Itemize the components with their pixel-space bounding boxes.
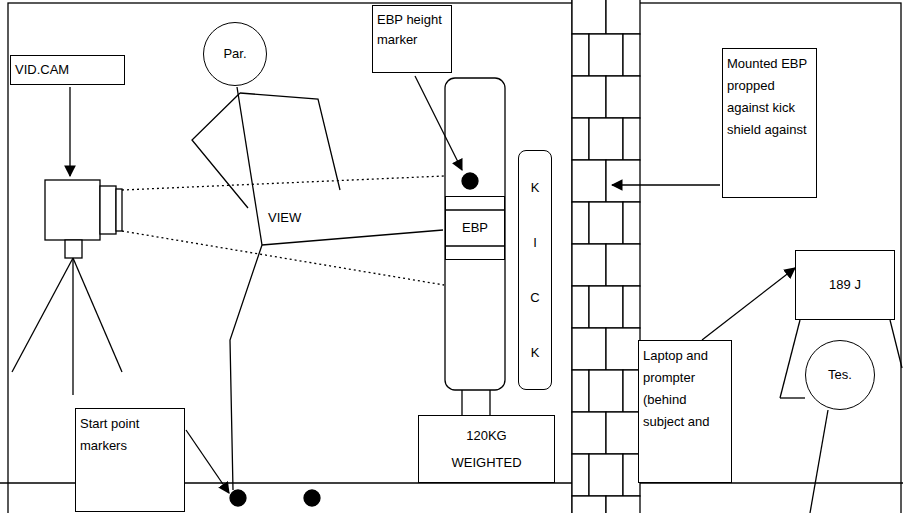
brick: [572, 454, 589, 496]
kick-shield: K I C K: [518, 150, 552, 390]
brick: [572, 0, 606, 34]
brick: [572, 202, 589, 244]
pad-line: [445, 209, 505, 210]
node-text: EBP: [462, 218, 488, 238]
brick: [572, 118, 589, 160]
height-marker: [462, 173, 478, 189]
node-text: Start point markers: [80, 413, 180, 457]
callout-box: Start point markers: [75, 408, 185, 512]
brick: [606, 412, 640, 454]
brick: [572, 34, 589, 76]
pad-band: EBP: [445, 196, 505, 260]
weight-base: 120KG WEIGHTED: [418, 415, 555, 483]
label-box: VID.CAM: [10, 55, 125, 85]
node-text: Mounted EBP propped against kick shield …: [727, 53, 812, 141]
brick: [623, 34, 640, 76]
brick: [589, 286, 623, 328]
brick: [606, 328, 640, 370]
brick: [589, 454, 623, 496]
brick: [606, 160, 640, 202]
callout-box: Laptop and prompter (behind subject and: [638, 340, 732, 483]
pad-leg: [489, 390, 490, 415]
node-text: Tes.: [828, 365, 852, 385]
view-line: [122, 176, 444, 190]
brick: [589, 370, 623, 412]
tester-body: [810, 410, 828, 513]
node-text: EBP height marker: [377, 10, 447, 50]
brick: [623, 118, 640, 160]
brick: [572, 286, 589, 328]
brick: [623, 202, 640, 244]
brick: [572, 370, 589, 412]
leader-line: [415, 76, 462, 170]
start-marker: [230, 490, 246, 506]
brick: [623, 286, 640, 328]
start-marker: [304, 490, 320, 506]
brick: [589, 34, 623, 76]
brick: [572, 496, 606, 513]
brick: [589, 118, 623, 160]
participant-figure: [192, 87, 443, 490]
pad-leg: [461, 390, 462, 415]
brick: [589, 202, 623, 244]
frame: [8, 3, 901, 513]
brick: [572, 160, 606, 202]
brick: [606, 496, 640, 513]
view-label: VIEW: [268, 210, 301, 225]
brick: [606, 0, 640, 34]
laptop-screen: 189 J: [795, 250, 895, 320]
brick-wall: [572, 0, 640, 513]
brick: [572, 328, 606, 370]
node-text: 120KG WEIGHTED: [452, 422, 522, 476]
brick: [572, 244, 606, 286]
callout-box: Mounted EBP propped against kick shield …: [722, 48, 817, 198]
node-text: VID.CAM: [15, 60, 69, 80]
brick: [572, 76, 606, 118]
leader-line: [612, 184, 720, 185]
node-text: Par.: [223, 44, 246, 64]
node-text: Laptop and prompter (behind subject and: [643, 345, 727, 433]
callout-box: EBP height marker: [372, 5, 452, 73]
brick: [606, 76, 640, 118]
leader-line: [186, 430, 229, 493]
node-text: 189 J: [829, 275, 861, 295]
leader-arrow: [702, 268, 795, 340]
video-camera: [12, 180, 122, 395]
brick: [606, 244, 640, 286]
tester-circle: Tes.: [805, 340, 875, 410]
node-text: K I C K: [529, 160, 542, 380]
pad-line: [445, 245, 505, 246]
brick: [572, 412, 606, 454]
ebp-pad: [445, 78, 505, 390]
view-line: [122, 231, 444, 285]
head-circle: Par.: [203, 22, 267, 86]
leader-line: [69, 87, 70, 176]
